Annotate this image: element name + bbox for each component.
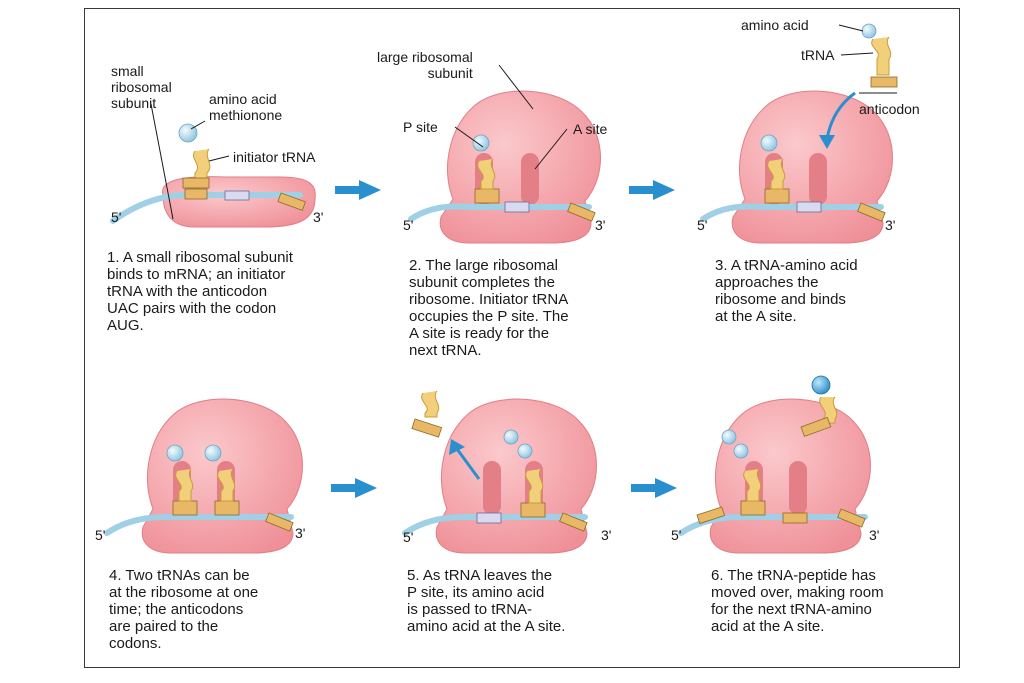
step-2-caption: 2. The large ribosomal subunit completes… [409,257,569,359]
mrna-1 [110,192,303,224]
panel4-five-prime: 5' [95,527,106,543]
ribosome-5 [435,398,597,554]
ribosome-2 [439,90,601,244]
step-4-caption: 4. Two tRNAs can be at the ribosome at o… [109,567,259,652]
arrow-5-to-6 [631,478,677,498]
panel3-three-prime: 3' [885,217,896,233]
panel-5 [402,390,597,554]
panel-6 [678,375,871,554]
amino-acid-label: amino acid [741,17,809,33]
trna-label: tRNA [801,47,835,63]
codon-boxes-1 [184,188,306,211]
large-subunit-label: large ribosomal subunit [377,49,473,81]
panel3-five-prime: 5' [697,217,708,233]
a-site-label: A site [573,121,608,137]
panel6-three-prime: 3' [869,527,880,543]
amino-methionine-label: amino acid methionone [209,91,283,123]
panel1-five-prime: 5' [111,209,122,225]
step-1-caption: 1. A small ribosomal subunit binds to mR… [107,249,293,334]
anticodon-label: anticodon [859,101,920,117]
flow-arrows [331,180,677,498]
mrna-4 [104,514,294,536]
panel5-three-prime: 3' [601,527,612,543]
panel6-five-prime: 5' [671,527,682,543]
panel2-five-prime: 5' [403,217,414,233]
arrow-2-to-3 [629,180,675,200]
mrna-6 [678,514,868,536]
panel5-five-prime: 5' [403,529,414,545]
step-6-caption: 6. The tRNA-peptide has moved over, maki… [711,567,884,635]
panel-4 [104,398,303,554]
panel-1 [110,103,316,228]
panel-2 [408,64,601,244]
small-subunit-label: small ribosomal subunit [111,63,172,111]
initiator-trna-label: initiator tRNA [233,149,316,165]
translation-diagram [104,23,898,554]
mrna-2 [408,203,592,222]
panel2-three-prime: 3' [595,217,606,233]
p-site-label: P site [403,119,438,135]
initiator-trna-1 [178,123,211,189]
arrow-4-to-5 [331,478,377,498]
panel-3 [700,23,898,244]
step-5-caption: 5. As tRNA leaves the P site, its amino … [407,567,566,635]
step-3-caption: 3. A tRNA-amino acid approaches the ribo… [715,257,858,325]
diagram-frame: small ribosomal subunit amino acid methi… [84,8,960,668]
mrna-5 [402,514,588,536]
mrna-3 [700,203,884,222]
panel4-three-prime: 3' [295,525,306,541]
arrow-1-to-2 [335,180,381,200]
panel1-three-prime: 3' [313,209,324,225]
